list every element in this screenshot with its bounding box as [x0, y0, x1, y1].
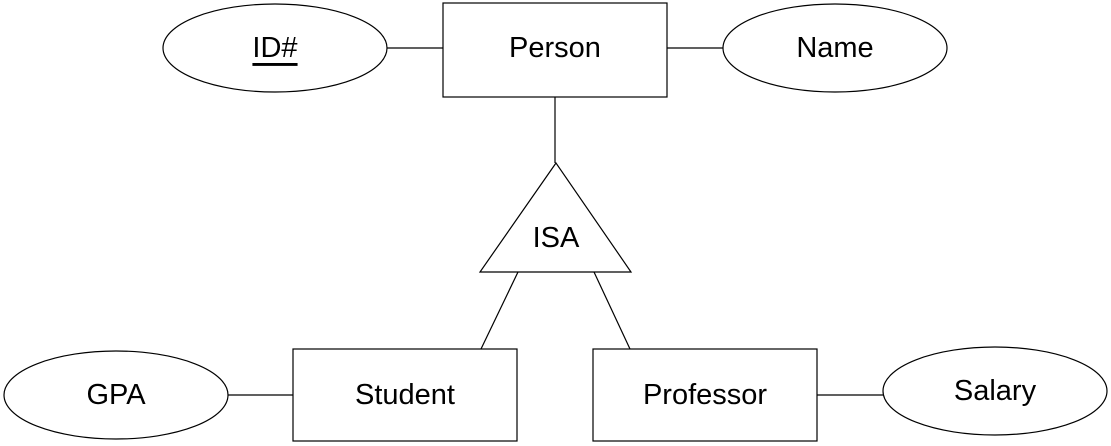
- entity-person-label: Person: [509, 32, 601, 64]
- relationship-isa-label: ISA: [533, 222, 580, 254]
- attribute-name-label: Name: [796, 32, 873, 64]
- entity-professor-label: Professor: [643, 379, 767, 411]
- attribute-gpa-label: GPA: [86, 379, 146, 411]
- attribute-id: ID#: [162, 3, 388, 93]
- edge-isa-professor: [593, 271, 631, 350]
- attribute-salary-label: Salary: [954, 375, 1037, 407]
- attribute-salary: Salary: [882, 346, 1108, 436]
- entity-student-label: Student: [355, 379, 455, 411]
- entity-person: Person: [442, 2, 668, 98]
- entity-student: Student: [292, 348, 518, 442]
- attribute-id-label: ID#: [252, 32, 297, 64]
- attribute-name: Name: [722, 3, 948, 93]
- attribute-gpa: GPA: [3, 350, 229, 440]
- relationship-isa: ISA: [478, 161, 633, 273]
- entity-professor: Professor: [592, 348, 818, 442]
- edge-isa-student: [480, 271, 519, 350]
